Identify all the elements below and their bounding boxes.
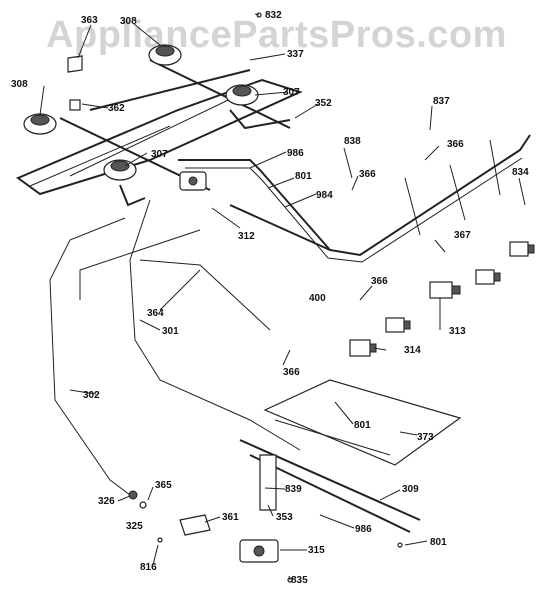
bracket-353 bbox=[259, 454, 277, 511]
pilot-361 bbox=[179, 514, 211, 536]
burner-tube bbox=[119, 184, 146, 207]
label-301: 301 bbox=[162, 326, 179, 337]
label-307: 307 bbox=[151, 149, 168, 160]
oven-burner-baffle bbox=[263, 379, 462, 466]
label-337: 337 bbox=[287, 49, 304, 60]
gas-line-364 bbox=[139, 259, 271, 331]
burner-valve bbox=[349, 339, 377, 357]
burner-cradle bbox=[15, 59, 303, 196]
label-400: 400 bbox=[309, 293, 326, 304]
burner-head-right-rear bbox=[148, 44, 182, 66]
label-986: 986 bbox=[355, 524, 372, 535]
label-373: 373 bbox=[417, 432, 434, 443]
label-801: 801 bbox=[430, 537, 447, 548]
label-361: 361 bbox=[222, 512, 239, 523]
fitting-326 bbox=[128, 490, 138, 500]
label-366: 366 bbox=[359, 169, 376, 180]
label-366: 366 bbox=[447, 139, 464, 150]
screw-816 bbox=[157, 537, 163, 543]
pilot-tube bbox=[79, 229, 201, 300]
label-309: 309 bbox=[402, 484, 419, 495]
gas-line-301 bbox=[129, 199, 301, 451]
oven-gas-line bbox=[229, 204, 331, 251]
clip-362 bbox=[69, 99, 81, 111]
label-362: 362 bbox=[108, 103, 125, 114]
label-315: 315 bbox=[308, 545, 325, 556]
label-816: 816 bbox=[140, 562, 157, 573]
label-834: 834 bbox=[512, 167, 529, 178]
fitting-325 bbox=[139, 501, 147, 509]
manifold-pipe bbox=[178, 134, 531, 263]
burner-valve bbox=[475, 269, 501, 285]
label-326: 326 bbox=[98, 496, 115, 507]
gas-line-302 bbox=[49, 217, 131, 496]
label-325: 325 bbox=[126, 521, 143, 532]
leader-lines bbox=[39, 13, 526, 581]
label-832: 832 bbox=[265, 10, 282, 21]
label-984: 984 bbox=[316, 190, 333, 201]
label-835: 835 bbox=[291, 575, 308, 586]
burner-tube bbox=[229, 109, 291, 130]
label-314: 314 bbox=[404, 345, 421, 356]
label-308: 308 bbox=[120, 16, 137, 27]
label-308: 308 bbox=[11, 79, 28, 90]
label-366: 366 bbox=[283, 367, 300, 378]
oven-burner-tube bbox=[239, 439, 421, 533]
label-352: 352 bbox=[315, 98, 332, 109]
label-364: 364 bbox=[147, 308, 164, 319]
label-839: 839 bbox=[285, 484, 302, 495]
label-307: 307 bbox=[283, 87, 300, 98]
label-367: 367 bbox=[454, 230, 471, 241]
label-302: 302 bbox=[83, 390, 100, 401]
label-363: 363 bbox=[81, 15, 98, 26]
bracket-363 bbox=[67, 55, 83, 73]
screw-801 bbox=[397, 542, 403, 548]
label-986: 986 bbox=[287, 148, 304, 159]
regulator-312 bbox=[179, 171, 207, 191]
label-312: 312 bbox=[238, 231, 255, 242]
safety-valve-315 bbox=[239, 539, 279, 563]
label-838: 838 bbox=[344, 136, 361, 147]
burner-valve bbox=[429, 281, 461, 299]
burner-valve bbox=[385, 317, 411, 333]
label-365: 365 bbox=[155, 480, 172, 491]
label-353: 353 bbox=[276, 512, 293, 523]
label-801: 801 bbox=[354, 420, 371, 431]
burner-head-left-rear bbox=[23, 113, 57, 135]
label-837: 837 bbox=[433, 96, 450, 107]
label-366: 366 bbox=[371, 276, 388, 287]
burner-head-right-front bbox=[225, 84, 259, 106]
burner-valve bbox=[509, 241, 535, 257]
burner-head-left-front bbox=[103, 159, 137, 181]
label-801: 801 bbox=[295, 171, 312, 182]
label-313: 313 bbox=[449, 326, 466, 337]
